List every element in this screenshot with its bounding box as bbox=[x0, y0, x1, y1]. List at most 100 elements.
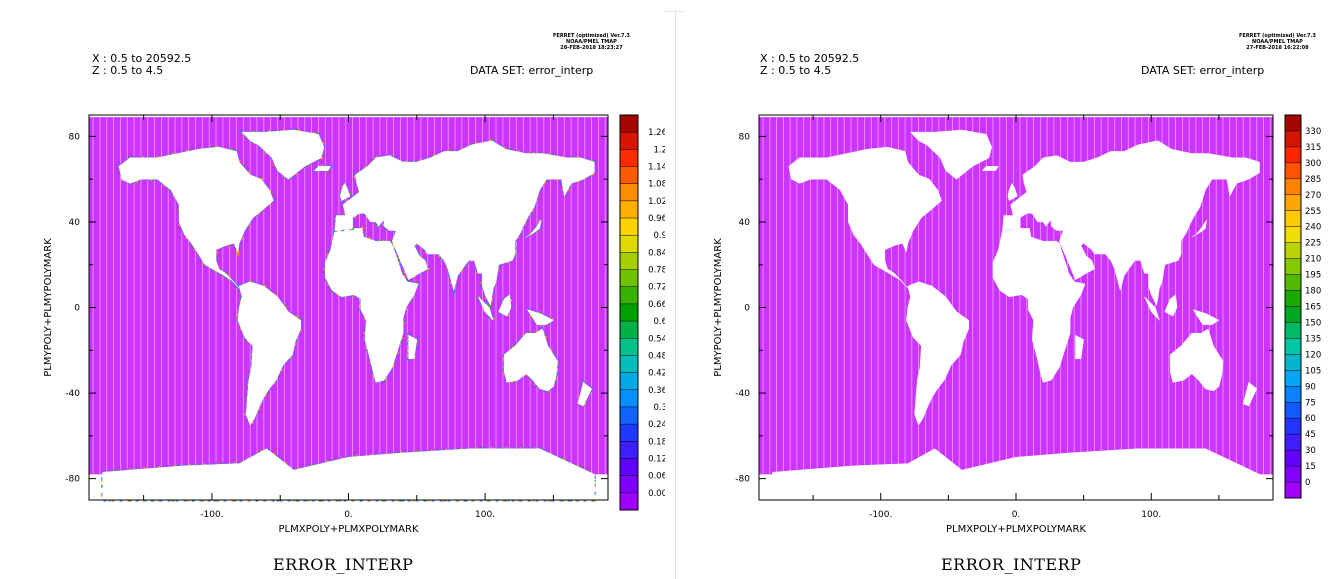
colorbar-label: 120 bbox=[1305, 350, 1321, 360]
land-polygon bbox=[981, 166, 999, 171]
colorbar-cell bbox=[620, 424, 638, 442]
colorbar-label: 1.14 bbox=[648, 163, 665, 173]
y-tick-label: -40 bbox=[735, 389, 750, 399]
colorbar-cell bbox=[620, 492, 638, 511]
x-tick-label: 0. bbox=[344, 510, 353, 520]
colorbar-cell bbox=[620, 303, 638, 322]
credit-line: FERRET (optimized) Ver.7.3 bbox=[553, 33, 630, 39]
y-tick-label: 0 bbox=[744, 304, 750, 314]
colorbar-label: 45 bbox=[1305, 430, 1316, 440]
credit-line: 28-FEB-2018 18:23:27 bbox=[560, 45, 623, 51]
x-tick-label: -100. bbox=[200, 510, 223, 520]
plot-title: ERROR_INTERP bbox=[273, 555, 414, 574]
colorbar-label: 15 bbox=[1305, 462, 1316, 472]
x-tick-label: 0. bbox=[1012, 510, 1021, 520]
land-polygon bbox=[478, 296, 494, 321]
colorbar-cell bbox=[1285, 306, 1301, 323]
heatmap-plot: -100.0.100.80400-40-80PLMXPOLY+PLMXPOLYM… bbox=[713, 114, 1321, 535]
land-polygon bbox=[325, 228, 419, 383]
colorbar-label: 240 bbox=[1305, 223, 1321, 233]
land-polygon bbox=[526, 309, 554, 325]
land-polygon bbox=[503, 328, 558, 392]
colorbar-cell bbox=[1285, 146, 1301, 164]
colorbar-cell bbox=[620, 355, 638, 373]
y-axis-label: PLMYPOLY+PLMYPOLYMARK bbox=[43, 238, 54, 377]
land-polygon bbox=[1144, 296, 1160, 321]
colorbar-label: 195 bbox=[1305, 271, 1321, 281]
colorbar-cell bbox=[620, 406, 638, 425]
colorbar-cell bbox=[1285, 466, 1301, 483]
colorbar-cell bbox=[620, 235, 638, 253]
x-axis-label: PLMXPOLY+PLMXPOLYMARK bbox=[946, 524, 1086, 535]
land-polygon bbox=[1192, 309, 1220, 325]
land-polygon bbox=[408, 334, 418, 360]
colorbar-label: 225 bbox=[1305, 239, 1321, 249]
colorbar-label: 0.66 bbox=[648, 300, 665, 310]
land-polygon bbox=[340, 182, 351, 201]
y-tick-label: -80 bbox=[65, 475, 80, 485]
x-range-label: X : 0.5 to 20592.5 bbox=[760, 52, 860, 65]
colorbar-frame bbox=[619, 114, 639, 511]
colorbar-cell bbox=[620, 389, 638, 408]
colorbar-label: 0.6 bbox=[653, 317, 665, 327]
colorbar-label: 75 bbox=[1305, 398, 1316, 408]
colorbar-cell bbox=[1285, 290, 1301, 307]
colorbar-cell bbox=[1285, 370, 1301, 387]
land-polygon bbox=[788, 146, 942, 289]
colorbar-label: 150 bbox=[1305, 318, 1321, 328]
panel-divider bbox=[675, 11, 676, 579]
colorbar-cell bbox=[1285, 418, 1301, 435]
land-polygon bbox=[1191, 219, 1207, 238]
plot-title: ERROR_INTERP bbox=[941, 555, 1082, 574]
colorbar-label: 0.3 bbox=[653, 403, 665, 413]
colorbar-label: 0 bbox=[1305, 478, 1310, 488]
credit-line: 27-FEB-2018 16:22:08 bbox=[1246, 45, 1309, 51]
z-range-label: Z : 0.5 to 4.5 bbox=[760, 64, 832, 77]
x-range-label: X : 0.5 to 20592.5 bbox=[92, 52, 192, 65]
land-polygon bbox=[909, 129, 992, 180]
colorbar-cell bbox=[1285, 178, 1301, 196]
colorbar-label: 0.84 bbox=[648, 248, 665, 258]
colorbar-cell bbox=[1285, 258, 1301, 275]
colorbar-label: 0.24 bbox=[648, 420, 665, 430]
colorbar-cell bbox=[620, 252, 638, 270]
colorbar-label: 105 bbox=[1305, 366, 1321, 376]
colorbar-cell bbox=[1285, 115, 1301, 132]
colorbar-cell bbox=[1285, 226, 1301, 243]
land-polygon bbox=[241, 129, 325, 180]
colorbar-cell bbox=[620, 338, 638, 356]
colorbar-cell bbox=[1285, 482, 1301, 499]
colorbar-label: 315 bbox=[1305, 143, 1321, 153]
colorbar-cell bbox=[620, 149, 638, 167]
colorbar-label: 165 bbox=[1305, 303, 1321, 313]
colorbar-label: 210 bbox=[1305, 255, 1321, 265]
colorbar-cell bbox=[620, 458, 638, 476]
land-polygon bbox=[1242, 381, 1258, 407]
land-polygon bbox=[118, 146, 274, 289]
dataset-label: DATA SET: error_interp bbox=[470, 64, 594, 77]
colorbar-label: 330 bbox=[1305, 127, 1321, 137]
dataset-label: DATA SET: error_interp bbox=[1141, 64, 1265, 77]
colorbar-label: 270 bbox=[1305, 191, 1321, 201]
y-tick-label: -80 bbox=[735, 475, 750, 485]
land-polygon bbox=[525, 219, 542, 238]
colorbar-cell bbox=[620, 115, 638, 133]
colorbar-cell bbox=[1285, 242, 1301, 259]
land-polygon bbox=[1075, 334, 1084, 360]
heatmap-plot: -100.0.100.80400-40-80PLMXPOLY+PLMXPOLYM… bbox=[43, 114, 665, 535]
colorbar-label: 285 bbox=[1305, 175, 1321, 185]
colorbar-label: 0.9 bbox=[653, 231, 665, 241]
colorbar-cell bbox=[620, 218, 638, 236]
colorbar-cell bbox=[1285, 386, 1301, 403]
x-tick-label: -100. bbox=[869, 510, 892, 520]
colorbar-cell bbox=[1285, 322, 1301, 339]
land-polygon bbox=[577, 381, 592, 407]
colorbar-cell bbox=[620, 132, 638, 150]
figure-panel-right: FERRET (optimized) Ver.7.3 NOAA/PMEL TMA… bbox=[683, 0, 1338, 579]
colorbar-cell bbox=[620, 475, 638, 494]
land-polygon bbox=[313, 166, 332, 171]
colorbar-label: 0.42 bbox=[648, 369, 665, 379]
colorbar-cell bbox=[1285, 434, 1301, 451]
y-tick-label: 80 bbox=[739, 132, 751, 142]
land-polygon bbox=[334, 140, 595, 307]
